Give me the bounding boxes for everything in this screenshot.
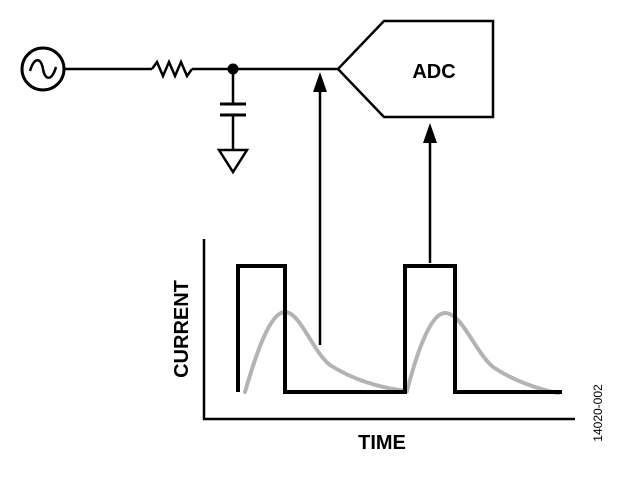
capacitor-symbol (220, 69, 246, 150)
current-pulse-waveform (236, 264, 562, 394)
sampling-arrow-1 (313, 72, 327, 345)
x-axis-label: TIME (358, 432, 406, 454)
adc-label: ADC (412, 61, 455, 83)
chart-axes (202, 239, 575, 421)
adc-block: ADC (336, 19, 495, 119)
ac-source-symbol (20, 46, 66, 92)
ground-symbol (216, 148, 250, 175)
sampling-arrow-2 (423, 123, 437, 263)
resistor-symbol (150, 58, 194, 80)
figure-id: 14020-002 (591, 384, 605, 442)
response-curve (243, 309, 560, 395)
y-axis-label: CURRENT (171, 280, 193, 378)
